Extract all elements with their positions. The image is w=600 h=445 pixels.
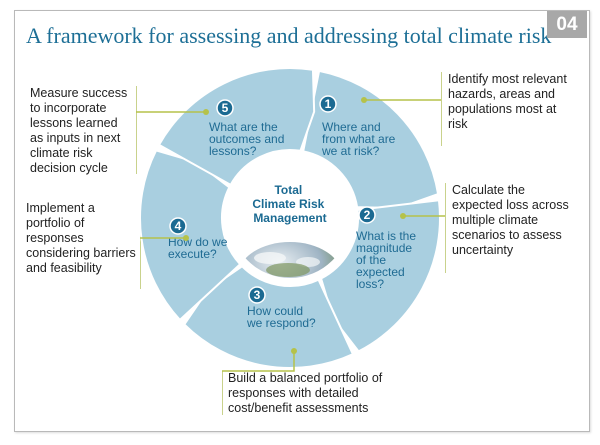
step-4-connector-dot	[183, 235, 189, 241]
step-5-description-bar	[136, 86, 137, 174]
step-4-number: 4	[175, 219, 182, 233]
step-4-description: Implement a portfolio of responses consi…	[26, 201, 136, 275]
ring-segment-step-4	[139, 149, 242, 322]
step-5-description: Measure success to incorporate lessons l…	[30, 86, 128, 175]
step-4-description-bar	[140, 201, 141, 289]
step-1-description: Identify most relevant hazards, areas an…	[448, 72, 567, 131]
step-3-description-bar	[222, 371, 223, 415]
step-1-number: 1	[325, 97, 332, 111]
step-2-connector-dot	[400, 213, 406, 219]
step-3-number: 3	[254, 288, 261, 302]
earth-globe-icon	[238, 242, 342, 278]
figure-title: A framework for assessing and addressing…	[26, 23, 552, 48]
step-1-number-circle	[319, 95, 337, 113]
center-title: Total Climate Risk Management	[252, 183, 327, 225]
step-5-connector-dot	[203, 109, 209, 115]
step-3-connector-line	[222, 351, 295, 372]
figure-number-badge: 04	[547, 11, 587, 38]
ring-segment-step-2	[319, 199, 441, 353]
step-4-number-circle	[169, 217, 187, 235]
step-5-number-circle	[216, 99, 234, 117]
step-2-description-bar	[445, 183, 446, 273]
ring-segment-step-3	[183, 264, 355, 369]
step-3-connector-dot	[291, 348, 297, 354]
center-circle	[230, 158, 350, 278]
ring	[139, 67, 441, 369]
ring-segment-step-1	[302, 69, 440, 210]
step-1-connector-dot	[361, 97, 367, 103]
step-2-number-circle	[358, 206, 376, 224]
step-3-number-circle	[248, 286, 266, 304]
step-3-description: Build a balanced portfolio of responses …	[228, 371, 383, 415]
ring-segment-step-5	[157, 67, 316, 187]
step-2-number: 2	[364, 208, 371, 222]
step-5-number: 5	[222, 101, 229, 115]
step-1-description-bar	[441, 72, 442, 146]
step-2-description: Calculate the expected loss across multi…	[452, 183, 569, 257]
